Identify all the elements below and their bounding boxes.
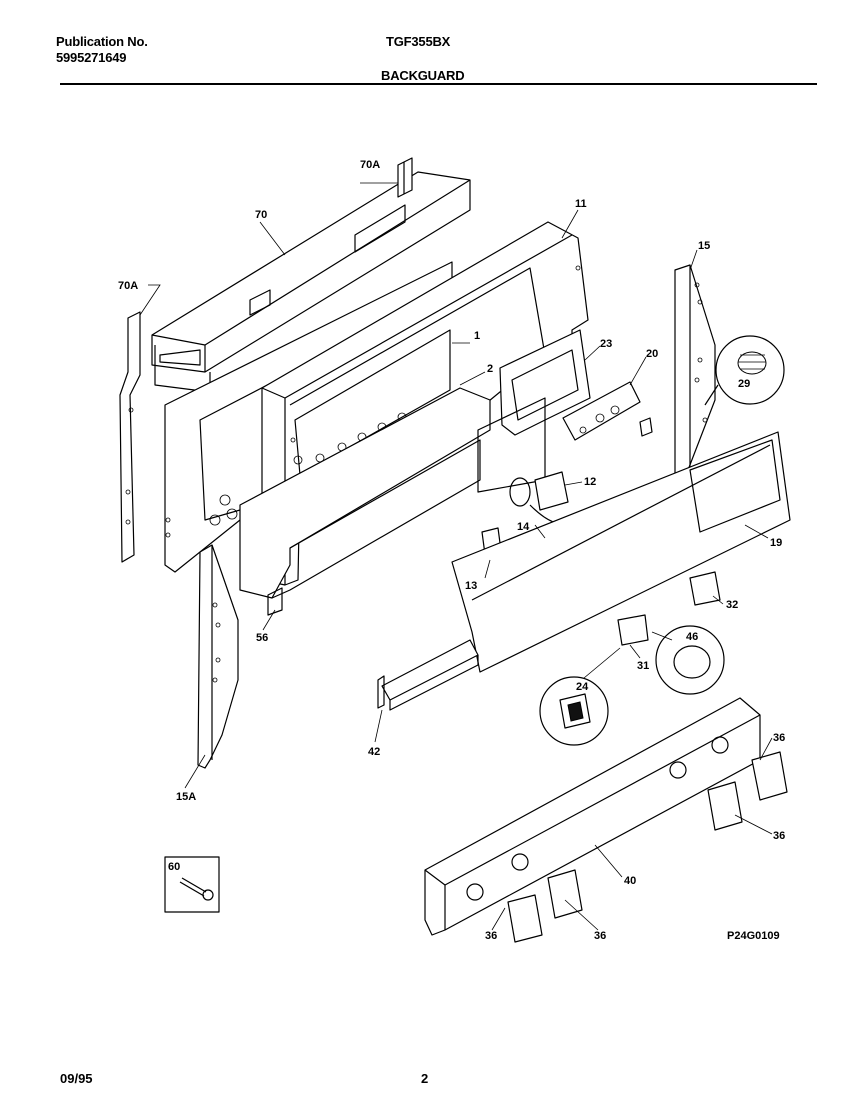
publication-label: Publication No. — [56, 34, 148, 49]
part-2-lower-panel — [239, 387, 491, 616]
page-number: 2 — [421, 1071, 429, 1086]
callout-19: 19 — [770, 537, 782, 549]
drawing-id: P24G0109 — [727, 930, 780, 942]
callout-70A-left: 70A — [118, 280, 138, 292]
part-36-knob-3 — [547, 869, 583, 919]
callout-23: 23 — [600, 338, 612, 350]
part-24-inset — [539, 676, 609, 746]
part-36-knob-4 — [507, 894, 543, 943]
part-70A-left-bracket — [119, 311, 141, 563]
callout-70A-top: 70A — [360, 159, 380, 171]
callout-60: 60 — [168, 861, 180, 873]
part-31-knob — [617, 614, 649, 646]
part-12-control — [509, 471, 581, 525]
callout-46: 46 — [686, 631, 698, 643]
part-70A-top-bracket — [397, 157, 413, 198]
footer-date: 09/95 — [60, 1071, 93, 1086]
callout-56: 56 — [256, 632, 268, 644]
part-36-knob-2 — [707, 781, 743, 831]
part-40-manifold-panel — [424, 697, 761, 936]
part-19-control-panel — [451, 431, 791, 673]
part-70-trim — [151, 171, 471, 393]
callout-36-b: 36 — [773, 830, 785, 842]
callout-29: 29 — [738, 378, 750, 390]
callout-70: 70 — [255, 209, 267, 221]
part-15-right-bracket — [674, 264, 716, 476]
callout-11: 11 — [575, 198, 587, 210]
callout-31: 31 — [637, 660, 649, 672]
callout-15: 15 — [698, 240, 710, 252]
callout-32: 32 — [726, 599, 738, 611]
callout-36-a: 36 — [773, 732, 785, 744]
leader-lines — [139, 182, 773, 931]
part-42-rail — [377, 639, 479, 711]
part-36-knob-1 — [751, 751, 788, 801]
part-60-screw-box — [164, 856, 220, 913]
section-title: BACKGUARD — [381, 68, 465, 83]
part-23-bracket — [477, 329, 591, 493]
callout-36-c: 36 — [485, 930, 497, 942]
part-29-inset — [704, 335, 785, 406]
callout-14: 14 — [517, 521, 530, 533]
model-number: TGF355BX — [386, 34, 451, 49]
part-20-control-plate — [562, 381, 653, 441]
callout-36-d: 36 — [594, 930, 606, 942]
callout-1: 1 — [474, 330, 480, 342]
part-15A-left-bracket — [197, 544, 239, 769]
callout-24: 24 — [576, 681, 589, 693]
callout-40: 40 — [624, 875, 636, 887]
part-46-inset — [655, 625, 725, 695]
callout-20: 20 — [646, 348, 658, 360]
callout-42: 42 — [368, 746, 380, 758]
callout-2: 2 — [487, 363, 493, 375]
callout-15A: 15A — [176, 791, 196, 803]
callout-12: 12 — [584, 476, 596, 488]
part-32-knob — [689, 571, 721, 606]
header-rule — [60, 83, 817, 85]
callout-13: 13 — [465, 580, 477, 592]
publication-number: 5995271649 — [56, 50, 127, 65]
